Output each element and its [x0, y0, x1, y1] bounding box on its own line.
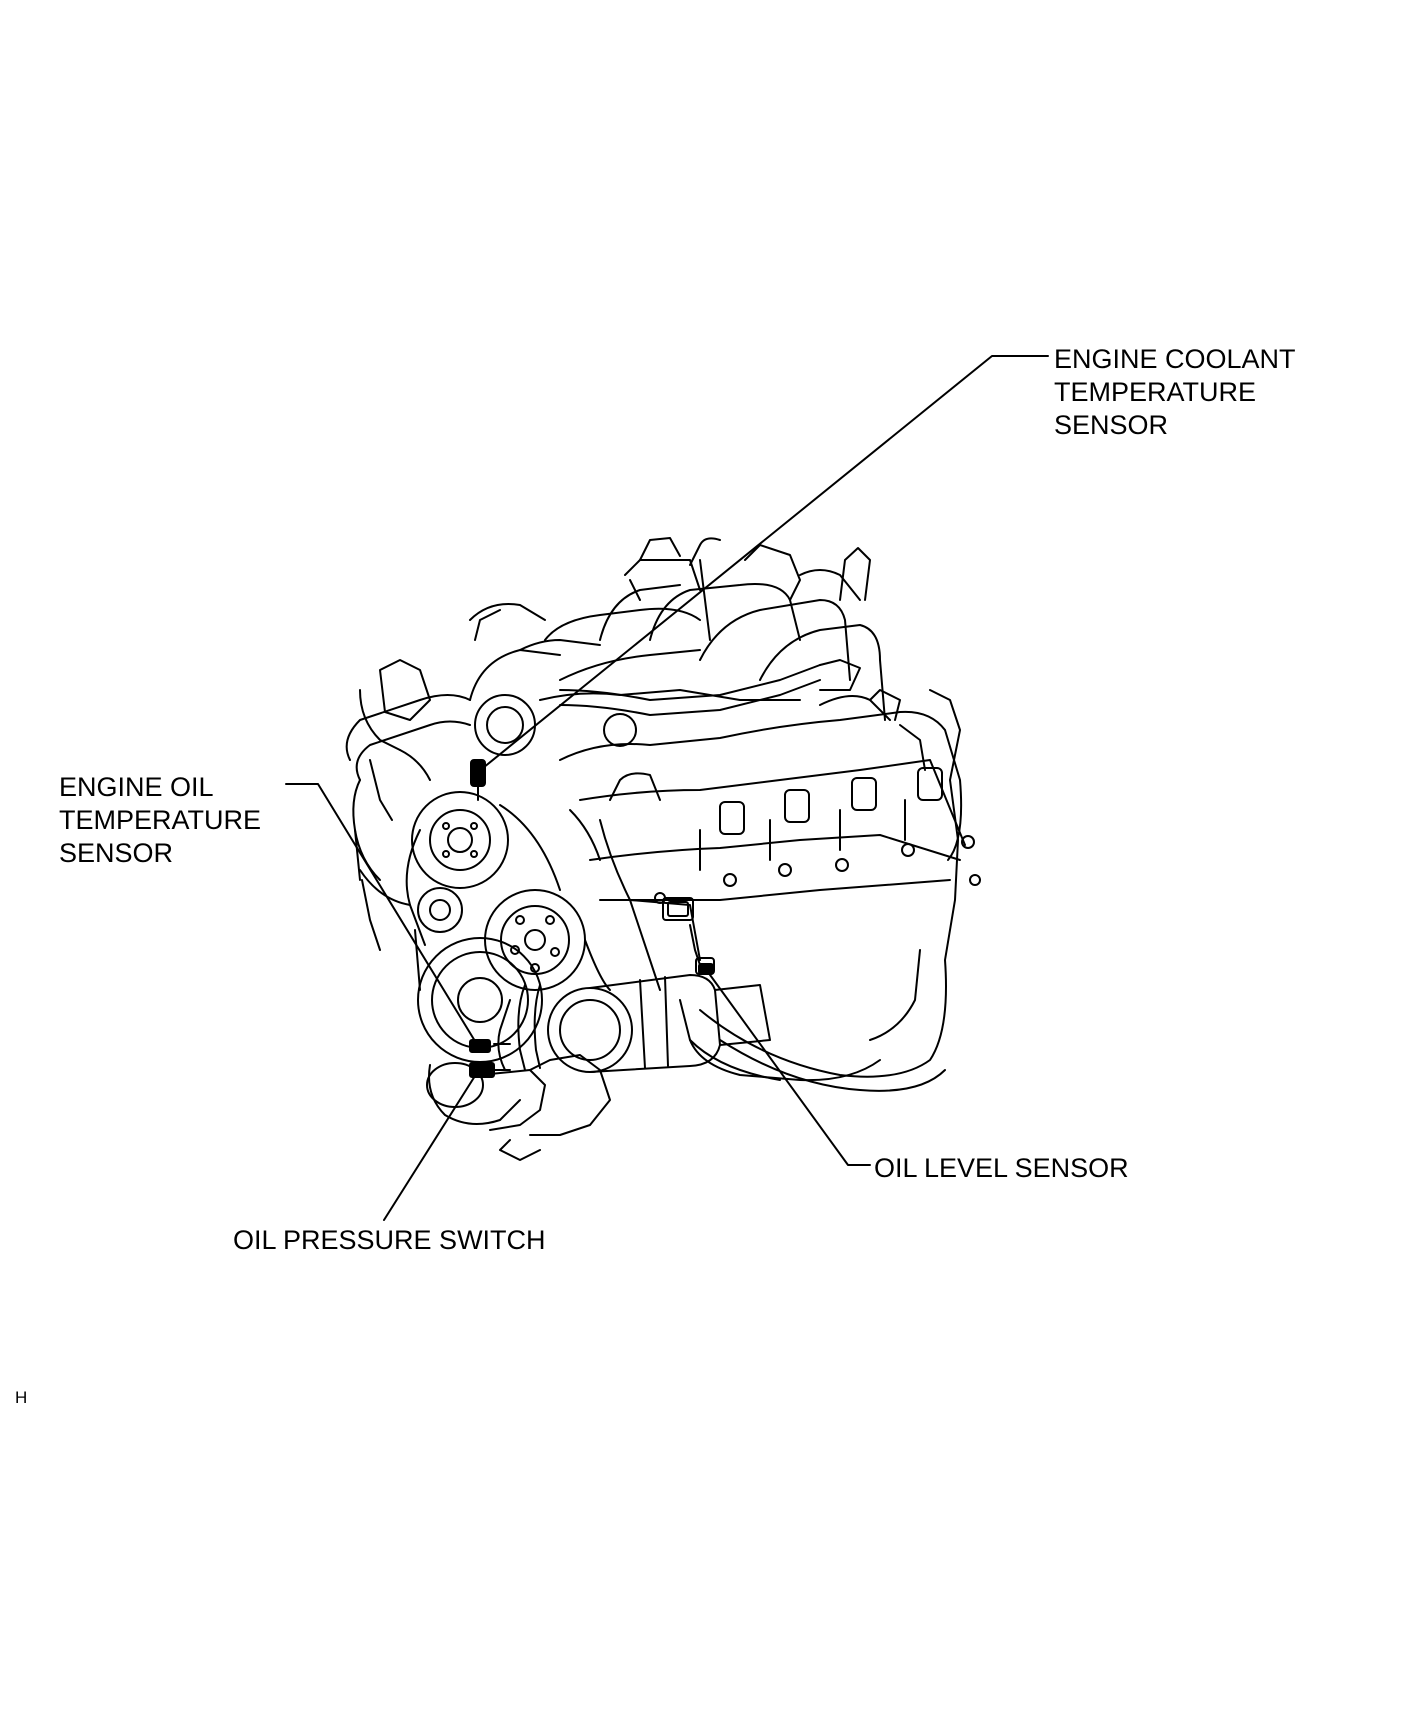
- leader-oil-pressure: [383, 1067, 481, 1221]
- engine-illustration: [345, 537, 981, 1161]
- engine-coolant-temperature-sensor-label: ENGINE COOLANT TEMPERATURE SENSOR: [1054, 344, 1296, 440]
- oil-level-sensor-label: OIL LEVEL SENSOR: [874, 1153, 1129, 1183]
- figure-code: H: [15, 1388, 28, 1407]
- engine-oil-temperature-sensor-label: ENGINE OIL TEMPERATURE SENSOR: [59, 772, 262, 868]
- leader-oil-temp: [285, 783, 479, 1047]
- leader-oil-level: [704, 967, 871, 1166]
- oil-pressure-switch-label: OIL PRESSURE SWITCH: [233, 1225, 546, 1255]
- leader-lines: [285, 355, 1049, 1221]
- leader-coolant: [477, 355, 1049, 773]
